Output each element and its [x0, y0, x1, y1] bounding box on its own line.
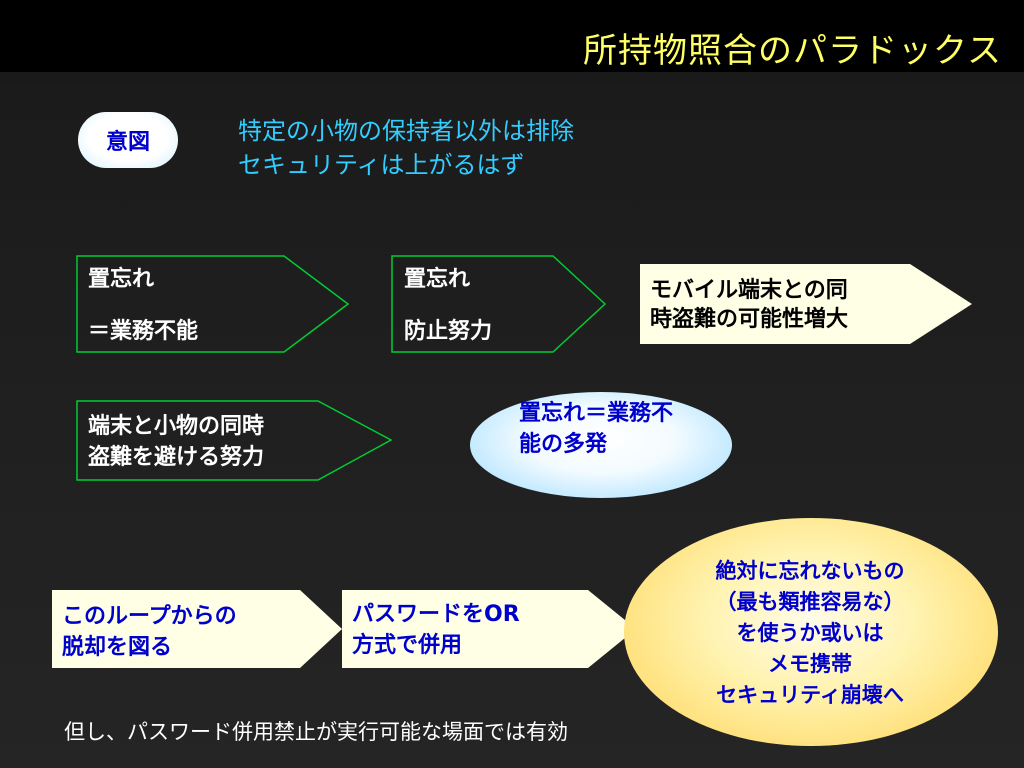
intent-line-1: 特定の小物の保持者以外は排除: [238, 117, 574, 145]
escape-loop-label-1: このループからの: [62, 604, 237, 629]
slide-title: 所持物照合のパラドックス: [583, 31, 1002, 71]
collapse-line-3: を使うか或いは: [736, 621, 884, 645]
collapse-line-1: 絶対に忘れないもの: [715, 559, 905, 583]
forget-label-1: 置忘れ: [88, 267, 155, 292]
intent-line-2: セキュリティは上がるはず: [238, 151, 525, 179]
intent-label: 意図: [105, 130, 150, 155]
arrow-shape-prevent: [391, 255, 607, 353]
prevent-label-2: 防止努力: [404, 319, 493, 344]
forget-label-2: ＝業務不能: [88, 319, 199, 344]
password-or-label-2: 方式で併用: [352, 633, 463, 658]
theft-risk-label-2: 時盗難の可能性増大: [650, 307, 849, 332]
frequent-loss-text: 置忘れ＝業務不能の多発: [519, 401, 674, 457]
arrow-shape-escape-loop: [52, 590, 342, 668]
security-collapse-text: 絶対に忘れないもの （最も類推容易な） を使うか或いは メモ携帯 セキュリティ崩…: [660, 556, 960, 711]
avoid-theft-label-1: 端末と小物の同時: [88, 414, 265, 439]
collapse-line-4: メモ携帯: [768, 652, 852, 676]
title-bar: [0, 0, 1024, 72]
password-or-label-1: パスワードをOR: [352, 602, 520, 627]
security-collapse-oval: [624, 518, 998, 746]
escape-loop-label-2: 脱却を図る: [62, 635, 173, 660]
intent-text: 特定の小物の保持者以外は排除 セキュリティは上がるはず: [238, 114, 574, 182]
frequent-loss-oval: [470, 392, 732, 498]
arrow-shape-password-or: [342, 590, 636, 668]
collapse-line-5: セキュリティ崩壊へ: [716, 683, 904, 707]
intent-pill: 意図: [78, 112, 178, 168]
arrow-shape-avoid-theft: [76, 400, 393, 481]
collapse-line-2: （最も類推容易な）: [715, 590, 905, 614]
arrow-shape-forget: [76, 255, 350, 353]
theft-risk-label-1: モバイル端末との同: [650, 278, 848, 303]
footnote: 但し、パスワード併用禁止が実行可能な場面では有効: [64, 720, 568, 744]
arrow-shape-theft-risk: [640, 264, 972, 344]
avoid-theft-label-2: 盗難を避ける努力: [88, 445, 265, 470]
prevent-label-1: 置忘れ: [404, 267, 471, 292]
